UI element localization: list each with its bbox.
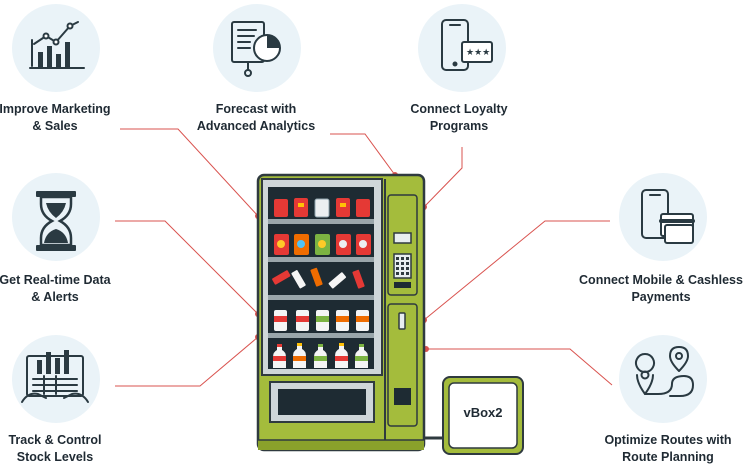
- coin-return: [394, 388, 411, 405]
- feature-marketing-line1: Improve Marketing: [0, 102, 111, 116]
- hourglass-icon: [36, 191, 76, 251]
- connector-loyalty: [423, 147, 463, 208]
- coin-slot: [398, 312, 406, 330]
- feature-stock-line2: Stock Levels: [16, 450, 94, 464]
- connector-marketing: [120, 128, 259, 217]
- connector-cashless: [423, 220, 610, 321]
- feature-label-stock: Track & Control Stock Levels: [0, 432, 145, 466]
- product-row-5: [273, 343, 368, 368]
- panel-lower: [387, 303, 418, 427]
- product-row-3: [272, 267, 365, 289]
- keypad: [393, 253, 412, 279]
- feature-realtime-line2: & Alerts: [31, 290, 79, 304]
- connector-forecast: [330, 133, 396, 176]
- panel-upper: [387, 194, 418, 296]
- connector-routes: [426, 348, 613, 386]
- feature-label-realtime: Get Real-time Data & Alerts: [0, 272, 145, 306]
- feature-forecast-line1: Forecast with: [215, 102, 297, 116]
- feature-cashless-line1: Connect Mobile & Cashless: [579, 273, 743, 287]
- feature-loyalty-line1: Connect Loyalty: [410, 102, 508, 116]
- feature-forecast-line2: Advanced Analytics: [196, 119, 316, 133]
- loyalty-phone-card-icon: ★★★: [441, 19, 493, 71]
- feature-label-cashless: Connect Mobile & Cashless Payments: [571, 272, 750, 306]
- vbox2-inner: [448, 382, 518, 449]
- route-map-pin-icon: [635, 346, 694, 397]
- mobile-card-payment-icon: [641, 189, 695, 244]
- product-row-2: [274, 234, 371, 255]
- connector-realtime: [115, 220, 259, 315]
- feature-routes-line1: Optimize Routes with: [604, 433, 732, 447]
- feature-label-routes: Optimize Routes with Route Planning: [578, 432, 750, 466]
- machine-base: [258, 440, 424, 450]
- feature-realtime-line1: Get Real-time Data: [0, 273, 111, 287]
- product-row-4: [274, 310, 369, 331]
- bill-slot: [394, 282, 411, 288]
- feature-label-marketing: Improve Marketing & Sales: [0, 101, 145, 135]
- feature-loyalty-line2: Programs: [429, 119, 489, 133]
- panel-screen: [393, 232, 412, 244]
- feature-marketing-line2: & Sales: [32, 119, 78, 133]
- feature-routes-line2: Route Planning: [622, 450, 714, 464]
- feature-stock-line1: Track & Control: [8, 433, 102, 447]
- feature-label-forecast: Forecast with Advanced Analytics: [166, 101, 346, 135]
- connector-stock: [115, 336, 259, 387]
- growth-chart-icon: [29, 21, 85, 69]
- feature-cashless-line2: Payments: [631, 290, 691, 304]
- vbox2-label: vBox2: [463, 405, 503, 420]
- pickup-slot: [278, 389, 366, 415]
- stock-tracking-icon: [21, 350, 89, 403]
- vbox2-device: [424, 376, 524, 455]
- vending-machine: [256, 173, 426, 452]
- icon-circle-marketing: [12, 4, 100, 92]
- svg-text:★★★: ★★★: [466, 47, 490, 57]
- product-row-1: [274, 198, 370, 218]
- analytics-report-icon: [231, 21, 281, 77]
- feature-label-loyalty: Connect Loyalty Programs: [369, 101, 549, 135]
